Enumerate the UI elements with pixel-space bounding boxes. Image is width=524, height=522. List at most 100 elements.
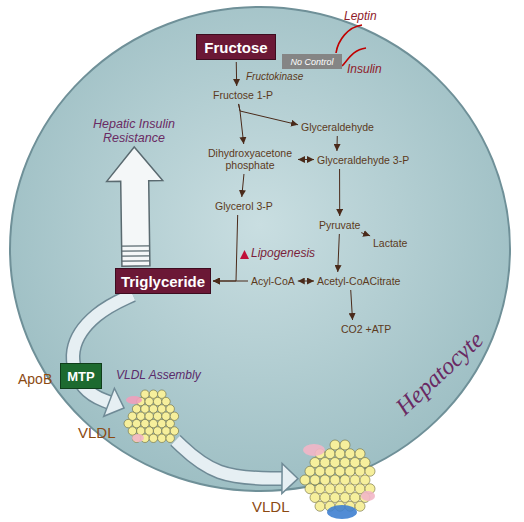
- lipid-droplet: [340, 493, 350, 503]
- lipoprotein-particle: VLDL: [124, 390, 182, 448]
- lipid-droplet: [330, 493, 340, 503]
- lipid-droplet: [149, 419, 157, 427]
- product-box: Triglyceride: [115, 268, 211, 294]
- arrow-stripe: [122, 250, 150, 252]
- lipid-droplet: [330, 440, 340, 450]
- metabolite: Fructose 1-P: [212, 88, 274, 102]
- cell-membrane: [10, 7, 510, 491]
- lipid-droplet: [149, 390, 157, 398]
- arrow-body: [175, 440, 282, 478]
- reaction-arrow: [338, 234, 340, 272]
- metabolite: Acetyl-CoACitrate: [316, 274, 401, 288]
- lipid-droplet: [305, 484, 315, 494]
- lipid-droplet: [350, 475, 360, 485]
- reaction-arrow: [298, 281, 314, 282]
- lipid-droplet: [162, 397, 170, 405]
- lipid-droplet: [158, 390, 166, 398]
- lipid-droplet: [330, 475, 340, 485]
- apoprotein: [126, 396, 142, 404]
- arrow-outline: [73, 295, 133, 402]
- lipid-droplet: [340, 475, 350, 485]
- reaction-arrow: [339, 169, 340, 216]
- lipid-droplet: [300, 475, 310, 485]
- arrow-head: [282, 464, 298, 494]
- substrate-name: Fructose: [204, 39, 267, 56]
- lipid-droplet: [315, 501, 325, 511]
- protein-label: ApoB: [18, 371, 52, 387]
- reaction-line: [338, 234, 340, 272]
- reaction-arrow: [239, 104, 298, 125]
- hollow-arrow: [107, 147, 163, 266]
- lipid-droplet: [158, 419, 166, 427]
- lipid-droplet: [166, 434, 174, 442]
- control-box: No Control: [282, 54, 342, 69]
- lipid-droplet: [153, 427, 161, 435]
- lipid-droplet: [345, 466, 355, 476]
- reaction-arrow: [351, 290, 353, 320]
- lipid-droplet: [365, 466, 375, 476]
- arrow-head: [104, 388, 124, 416]
- lipid-droplet: [162, 427, 170, 435]
- lipid-droplet: [335, 484, 345, 494]
- metabolite-name: Glyceraldehyde 3-P: [317, 154, 409, 166]
- process-label: Lipogenesis: [251, 246, 315, 260]
- apoprotein: [132, 434, 144, 442]
- lipid-droplet: [360, 475, 370, 485]
- particle-outline: [124, 390, 182, 448]
- lipid-droplet: [315, 466, 325, 476]
- metabolite: Lactate: [372, 236, 408, 250]
- lipid-droplet: [335, 449, 345, 459]
- apoprotein: [303, 444, 325, 456]
- arrow-stripe: [122, 255, 150, 257]
- lipid-droplet: [335, 466, 345, 476]
- metabolite: Glyceraldehyde 3-P: [316, 153, 410, 167]
- lipid-droplet: [340, 458, 350, 468]
- lipid-droplet: [153, 412, 161, 420]
- lipid-droplet: [315, 484, 325, 494]
- transport-arrow: [73, 295, 133, 416]
- lipid-droplet: [141, 405, 149, 413]
- protein-name: MTP: [67, 369, 94, 384]
- apoprotein: [361, 491, 375, 501]
- lipid-droplet: [137, 427, 145, 435]
- reaction-line: [351, 290, 353, 320]
- hormone-label: Insulin: [347, 62, 382, 76]
- reaction-line: [239, 104, 244, 144]
- reaction-arrow: [213, 215, 238, 281]
- lipid-droplet: [145, 412, 153, 420]
- lipid-droplet: [166, 405, 174, 413]
- lipid-droplet: [305, 466, 315, 476]
- lipid-droplet: [166, 419, 174, 427]
- particle-label: VLDL: [252, 498, 290, 515]
- reaction-line: [239, 104, 298, 125]
- lipid-droplet: [360, 458, 370, 468]
- lipid-droplet: [153, 397, 161, 405]
- metabolite: CO2 +ATP: [340, 322, 392, 336]
- lipid-droplet: [330, 458, 340, 468]
- metabolite-name: Pyruvate: [319, 219, 360, 231]
- lipid-droplet: [158, 405, 166, 413]
- lipid-droplet: [124, 419, 132, 427]
- lipid-droplet: [162, 412, 170, 420]
- metabolite: Glycerol 3-P: [214, 199, 274, 213]
- metabolite-name: Lactate: [373, 237, 407, 249]
- substrate-box: Fructose: [196, 34, 276, 60]
- lipid-droplet: [355, 501, 365, 511]
- lipid-droplet: [345, 449, 355, 459]
- reaction-line: [236, 62, 237, 86]
- metabolite: Pyruvate: [318, 218, 361, 232]
- reaction-arrow: [239, 104, 244, 144]
- reaction-line: [336, 136, 337, 151]
- metabolite-name: Glycerol 3-P: [215, 200, 273, 212]
- lipid-droplet: [320, 458, 330, 468]
- lipid-droplet: [149, 405, 157, 413]
- lipid-droplet: [325, 484, 335, 494]
- control-label: No Control: [290, 57, 333, 67]
- metabolite-name: Fructose 1-P: [213, 89, 273, 101]
- lipid-droplet: [128, 427, 136, 435]
- lipid-droplet: [345, 484, 355, 494]
- arrow-stripe: [122, 245, 150, 247]
- arrow-outline: [175, 440, 282, 478]
- reaction-line: [298, 281, 314, 282]
- particle-outline: [300, 440, 378, 518]
